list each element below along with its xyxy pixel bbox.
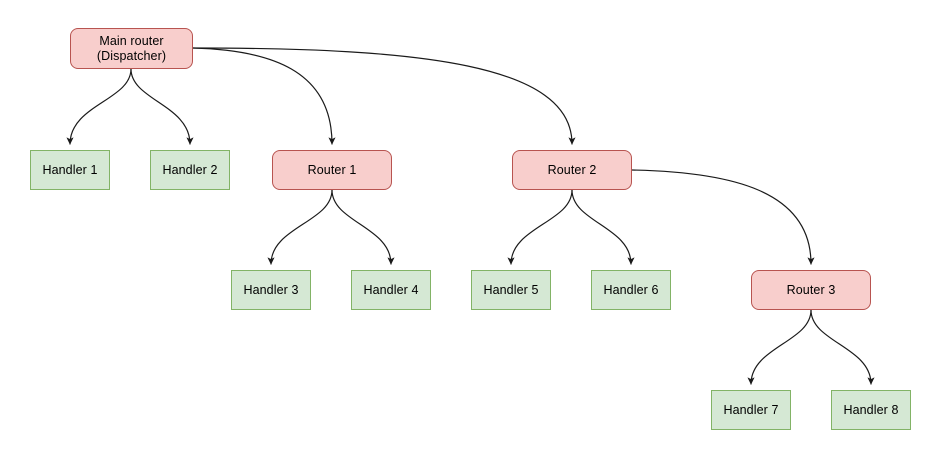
edge-router-1-to-handler-3 (267, 189, 333, 265)
edge-router-2-to-handler-6 (571, 189, 635, 265)
node-router-1[interactable]: Router 1 (272, 150, 392, 190)
edge-main-router-to-router-1 (192, 47, 336, 145)
edge-router-3-to-handler-7 (747, 309, 812, 385)
node-label-handler-7: Handler 7 (723, 402, 779, 417)
edge-router-2-to-handler-5 (507, 189, 573, 265)
node-label-handler-5: Handler 5 (483, 282, 539, 297)
node-label-router-2: Router 2 (547, 162, 597, 177)
node-label-handler-3: Handler 3 (243, 282, 299, 297)
node-label-router-3: Router 3 (786, 282, 836, 297)
node-label-handler-2: Handler 2 (162, 162, 218, 177)
node-label-handler-4: Handler 4 (363, 282, 419, 297)
node-handler-4[interactable]: Handler 4 (351, 270, 431, 310)
edge-router-2-to-router-3 (631, 169, 815, 265)
node-handler-7[interactable]: Handler 7 (711, 390, 791, 430)
node-router-3[interactable]: Router 3 (751, 270, 871, 310)
node-main-router[interactable]: Main router (Dispatcher) (70, 28, 193, 69)
edge-main-router-to-handler-1 (66, 68, 132, 145)
node-handler-3[interactable]: Handler 3 (231, 270, 311, 310)
node-handler-8[interactable]: Handler 8 (831, 390, 911, 430)
node-label-router-1: Router 1 (307, 162, 357, 177)
edge-router-1-to-handler-4 (331, 189, 395, 265)
node-label-main-router: Main router (Dispatcher) (96, 33, 167, 63)
node-label-handler-1: Handler 1 (42, 162, 98, 177)
node-handler-2[interactable]: Handler 2 (150, 150, 230, 190)
node-handler-5[interactable]: Handler 5 (471, 270, 551, 310)
node-label-handler-6: Handler 6 (603, 282, 659, 297)
edge-router-3-to-handler-8 (810, 309, 875, 385)
edge-group (66, 47, 875, 385)
node-handler-1[interactable]: Handler 1 (30, 150, 110, 190)
edge-main-router-to-handler-2 (130, 68, 194, 145)
node-handler-6[interactable]: Handler 6 (591, 270, 671, 310)
node-label-handler-8: Handler 8 (843, 402, 899, 417)
edge-main-router-to-router-2 (192, 47, 576, 145)
node-router-2[interactable]: Router 2 (512, 150, 632, 190)
